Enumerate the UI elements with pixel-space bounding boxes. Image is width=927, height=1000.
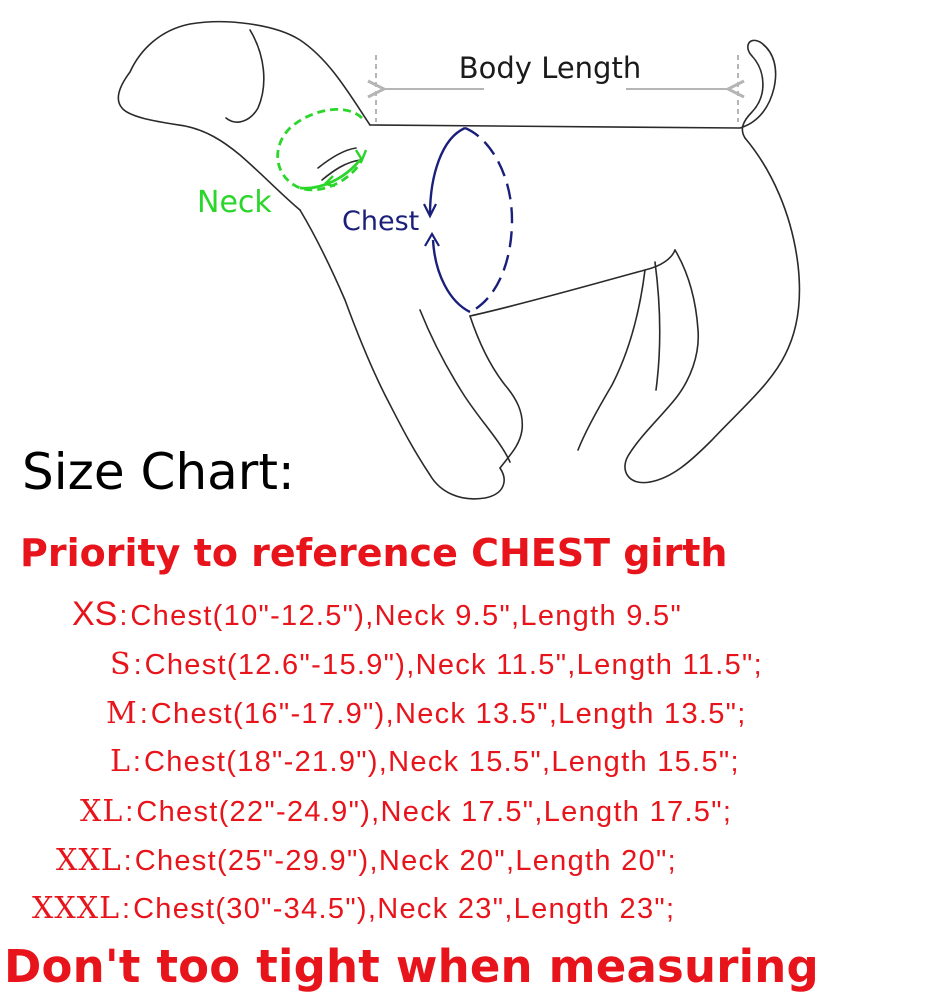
size-spec: Chest(18"-21.9"),Neck 15.5",Length 15.5"… xyxy=(143,746,740,778)
priority-note: Priority to reference CHEST girth xyxy=(20,531,728,575)
neck-measure-loop xyxy=(276,108,368,192)
size-code: XL xyxy=(80,794,124,829)
size-spec: Chest(12.6"-15.9"),Neck 11.5",Length 11.… xyxy=(144,649,763,681)
size-code: S xyxy=(110,647,132,682)
neck-label: Neck xyxy=(197,185,272,220)
size-separator: : xyxy=(119,600,128,632)
size-row-xl: XL:Chest(22"-24.9"),Neck 17.5",Length 17… xyxy=(80,792,732,832)
size-row-s: S:Chest(12.6"-15.9"),Neck 11.5",Length 1… xyxy=(110,645,763,685)
size-row-xxxl: XXXL:Chest(30"-34.5"),Neck 23",Length 23… xyxy=(32,889,675,929)
size-row-m: M:Chest(16"-17.9"),Neck 13.5",Length 13.… xyxy=(106,694,747,734)
size-spec: Chest(10"-12.5"),Neck 9.5",Length 9.5" xyxy=(130,600,683,632)
size-separator: : xyxy=(133,649,142,681)
body-length-guide xyxy=(376,55,738,122)
size-code: XS xyxy=(72,595,118,633)
size-separator: : xyxy=(122,893,131,925)
size-code: XXL xyxy=(56,843,122,878)
size-row-xs: XS:Chest(10"-12.5"),Neck 9.5",Length 9.5… xyxy=(72,594,682,634)
size-separator: : xyxy=(132,746,141,778)
size-row-xxl: XXL:Chest(25"-29.9"),Neck 20",Length 20"… xyxy=(56,841,677,881)
chest-measure-loop xyxy=(423,126,514,314)
size-spec: Chest(25"-29.9"),Neck 20",Length 20"; xyxy=(134,845,677,877)
dog-measurement-diagram: Body Length Neck Chest xyxy=(117,20,801,500)
size-spec: Chest(22"-24.9"),Neck 17.5",Length 17.5"… xyxy=(136,796,733,828)
size-spec: Chest(30"-34.5"),Neck 23",Length 23"; xyxy=(133,893,676,925)
chest-label: Chest xyxy=(342,206,419,237)
size-separator: : xyxy=(123,845,132,877)
size-code: XXXL xyxy=(32,891,120,926)
size-separator: : xyxy=(125,796,134,828)
size-separator: : xyxy=(139,698,148,730)
size-spec: Chest(16"-17.9"),Neck 13.5",Length 13.5"… xyxy=(150,698,747,730)
size-code: M xyxy=(106,696,138,731)
dog-outline xyxy=(117,20,801,500)
size-row-l: L:Chest(18"-21.9"),Neck 15.5",Length 15.… xyxy=(110,742,740,782)
size-code: L xyxy=(110,744,131,779)
measuring-warning: Don't too tight when measuring xyxy=(4,940,819,993)
body-length-label: Body Length xyxy=(459,51,641,85)
size-chart-title: Size Chart: xyxy=(22,443,295,501)
